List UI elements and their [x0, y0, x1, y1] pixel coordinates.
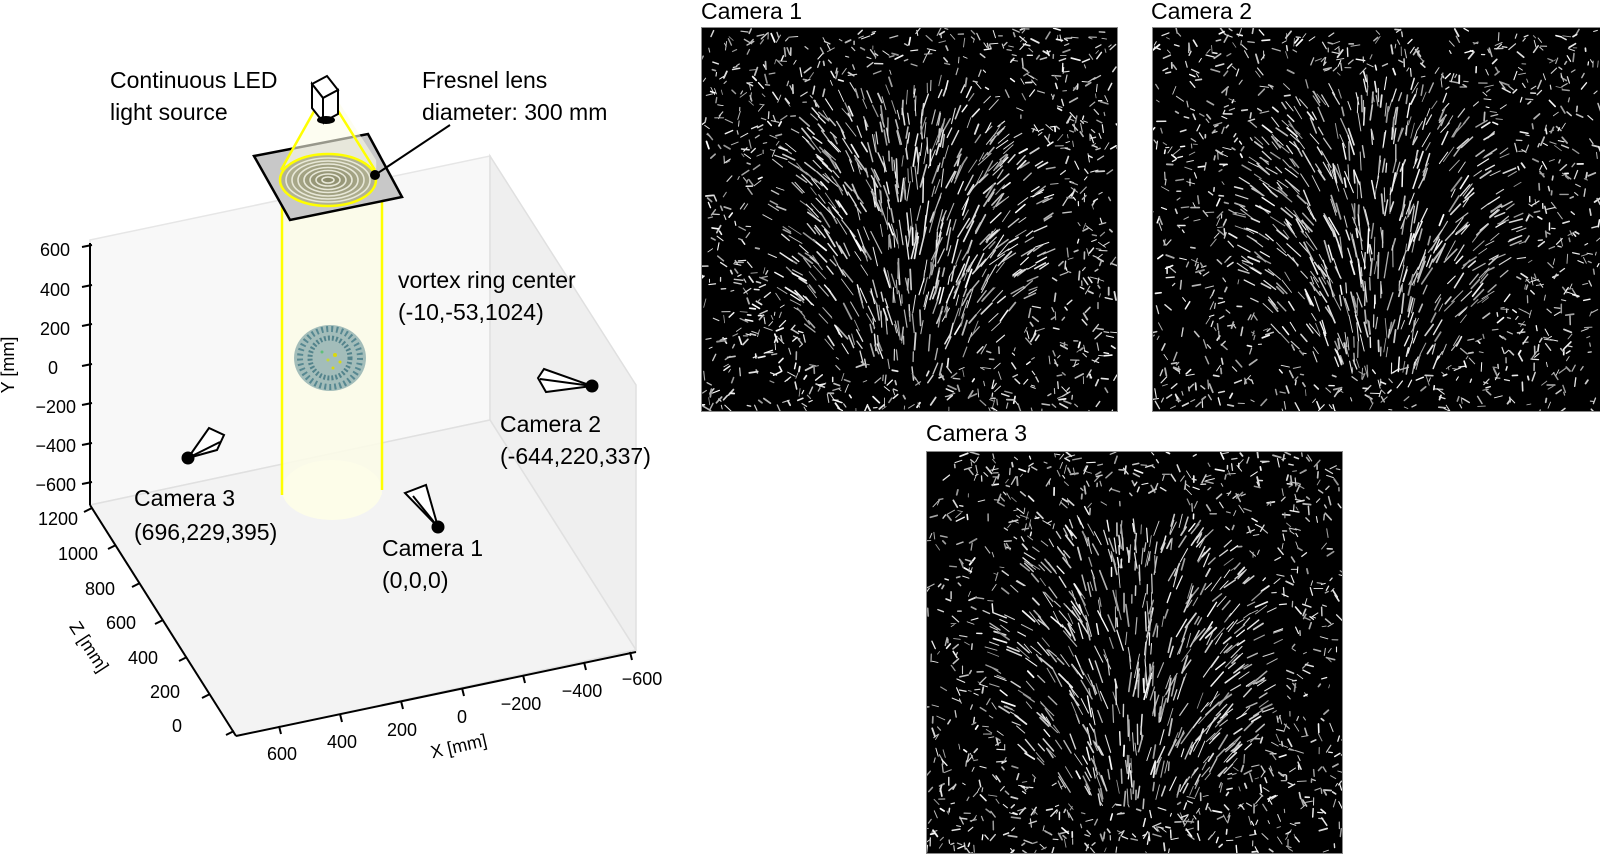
x-tick: −200 — [501, 694, 542, 714]
x-tick: −400 — [562, 681, 603, 701]
z-tick: 1000 — [58, 544, 98, 564]
camera1-view-image — [701, 27, 1118, 412]
camera3-label: Camera 3 — [134, 485, 235, 511]
z-tick: 1200 — [38, 509, 78, 529]
camera1-coords: (0,0,0) — [382, 567, 448, 593]
setup-schematic: 600 400 200 0 −200 −400 −600 Y [mm] 1200… — [0, 0, 700, 852]
y-tick: 400 — [40, 280, 70, 300]
y-tick: −600 — [35, 475, 76, 495]
y-tick: 600 — [40, 240, 70, 260]
lens-label: Fresnel lens — [422, 67, 547, 93]
x-tick: 600 — [267, 744, 297, 764]
y-axis — [82, 243, 92, 505]
camera2-view-image — [1152, 27, 1600, 412]
vortex-center-coords: (-10,-53,1024) — [398, 299, 544, 325]
camera2-label: Camera 2 — [500, 411, 601, 437]
x-tick: −600 — [622, 669, 663, 689]
light-source-label: light source — [110, 99, 228, 125]
y-tick: −400 — [35, 436, 76, 456]
y-tick: 0 — [48, 358, 58, 378]
z-tick: 800 — [85, 579, 115, 599]
z-tick: 200 — [150, 682, 180, 702]
y-tick-labels: 600 400 200 0 −200 −400 −600 — [35, 240, 76, 495]
x-tick: 0 — [457, 707, 467, 727]
camera3-view-title: Camera 3 — [926, 420, 1027, 446]
camera1-label: Camera 1 — [382, 535, 483, 561]
lens-label: diameter: 300 mm — [422, 99, 607, 125]
camera1-view-title: Camera 1 — [701, 0, 802, 24]
camera2-view-title: Camera 2 — [1151, 0, 1252, 24]
camera3-view-image — [926, 451, 1343, 854]
z-tick: 400 — [128, 648, 158, 668]
camera2-coords: (-644,220,337) — [500, 443, 651, 469]
light-source-label: Continuous LED — [110, 67, 278, 93]
x-tick: 200 — [387, 720, 417, 740]
x-axis-label: X [mm] — [429, 730, 489, 762]
vortex-center-label: vortex ring center — [398, 267, 576, 293]
x-tick: 400 — [327, 732, 357, 752]
y-tick: 200 — [40, 319, 70, 339]
z-tick: 0 — [172, 716, 182, 736]
y-axis-label: Y [mm] — [0, 337, 18, 394]
y-tick: −200 — [35, 397, 76, 417]
vortex-particle-cloud — [294, 325, 366, 391]
z-tick: 600 — [106, 613, 136, 633]
camera3-coords: (696,229,395) — [134, 519, 277, 545]
